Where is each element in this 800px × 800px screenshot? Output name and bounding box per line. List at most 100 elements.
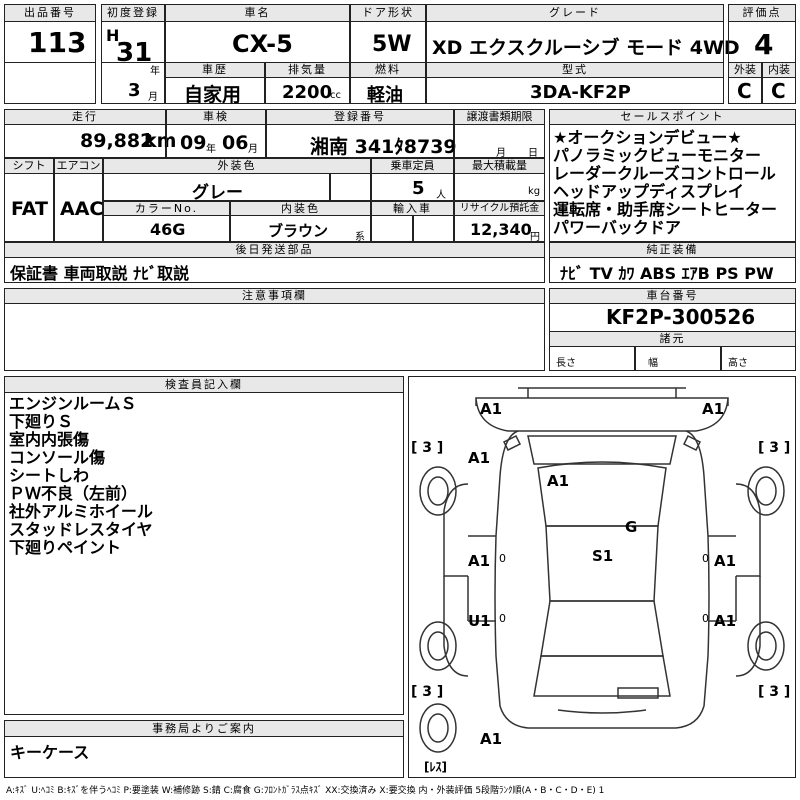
inspector-box: [4, 392, 404, 715]
equipment: ﾅﾋﾞ TV ｶﾜ ABS ｴｱB PS PW: [560, 264, 774, 283]
grade-label: グレード: [426, 4, 724, 22]
fuel: 軽油: [367, 85, 403, 106]
shift-box: [4, 173, 54, 242]
mark-front-right: A1: [702, 400, 725, 418]
sales-point: ヘッドアップディスプレイ: [553, 182, 744, 201]
frame-label: 車台番号: [549, 288, 796, 304]
inspector-note: ＰＷ不良（左前）: [9, 484, 138, 503]
sales-point: パノラミックビューモニター: [553, 146, 762, 165]
model-box: [426, 77, 724, 104]
tire-front-left: [ 3 ]: [411, 440, 444, 456]
transfer-month: 月: [496, 148, 506, 159]
int-grade: C: [771, 79, 786, 103]
displacement: 2200: [282, 82, 333, 103]
ext-label: 外装: [728, 62, 762, 78]
mileage-box: [4, 124, 166, 158]
sales-box: [549, 124, 796, 242]
recycle-box: [454, 215, 545, 242]
office-note: キーケース: [10, 743, 90, 762]
door-type: 5W: [372, 32, 412, 57]
capacity-box: [371, 173, 454, 201]
ext-box: [728, 77, 762, 104]
equipment-box: [549, 257, 796, 283]
grade: XD エクスクルーシブ モード 4WD: [432, 37, 740, 59]
mark-seat: S1: [592, 547, 614, 565]
interior-color-box: [230, 215, 371, 242]
inspection-box: [166, 124, 266, 158]
mark-left-door: A1: [468, 552, 491, 570]
mark-left-rear: U1: [468, 612, 491, 630]
color-no-box: [103, 215, 230, 242]
import-box-a: [371, 215, 413, 242]
tire-rear-left: [ 3 ]: [411, 684, 444, 700]
int-label: 内装: [762, 62, 796, 78]
fuel-label: 燃料: [350, 62, 426, 78]
tire-front-right: [ 3 ]: [758, 440, 791, 456]
inspector-note: エンジンルームＳ: [9, 394, 137, 413]
reg-year: 31: [116, 38, 153, 68]
ac: AAC: [60, 198, 104, 220]
inspector-note: 室内内張傷: [9, 430, 90, 449]
yen-unit: 円: [530, 232, 540, 243]
transfer-box: [454, 124, 545, 158]
insp-month: 06: [222, 132, 249, 154]
frame-number: KF2P-300526: [606, 305, 756, 329]
mark-roof: G: [625, 518, 638, 536]
equipment-label: 純正装備: [549, 242, 796, 258]
interior-color-label: 内装色: [230, 201, 371, 216]
mark-door-right-front: 0: [702, 552, 709, 565]
exterior-color-sub: [330, 173, 371, 201]
mark-right-door: A1: [714, 552, 737, 570]
inspector-note: コンソール傷: [9, 448, 106, 467]
tire-rear-right: [ 3 ]: [758, 684, 791, 700]
era: H: [106, 26, 120, 45]
office-label: 事務局よりご案内: [4, 720, 404, 737]
mark-front-left: A1: [480, 400, 503, 418]
exterior-color-label: 外装色: [103, 158, 371, 174]
inspector-note: シートしわ: [9, 466, 90, 485]
capacity-label: 乗車定員: [371, 158, 454, 174]
km-unit: km: [144, 130, 177, 152]
door-label: ドア形状: [350, 4, 426, 22]
sales-point: 運転席・助手席シートヒーター: [553, 200, 778, 219]
score: 4: [754, 28, 774, 61]
inspector-note: 下廻りＳ: [9, 412, 74, 431]
kei-unit: 系: [355, 232, 365, 243]
person-unit: 人: [436, 190, 446, 201]
int-box: [762, 77, 796, 104]
plate-box: [266, 124, 454, 158]
mark-right-rear: A1: [714, 612, 737, 630]
fuel-box: [350, 77, 426, 104]
lot-blank: [4, 62, 96, 104]
import-label: 輸入車: [371, 201, 454, 216]
mileage-label: 走行: [4, 109, 166, 125]
sales-point: レーダークルーズコントロール: [553, 164, 776, 183]
ac-box: [54, 173, 103, 242]
first-reg-label: 初度登録: [101, 4, 165, 22]
car-diagram-box: [408, 376, 796, 778]
later-parts: 保証書 車両取説 ﾅﾋﾞ取説: [10, 264, 190, 283]
reg-month-box: [101, 62, 165, 104]
inspector-notes: エンジンルームＳ 下廻りＳ 室内内張傷 コンソール傷 シートしわ ＰＷ不良（左前…: [9, 395, 153, 557]
later-parts-label: 後日発送部品: [4, 242, 545, 258]
year-unit: 年: [150, 66, 160, 77]
mark-door-right-rear: 0: [702, 612, 709, 625]
plate: 湘南 341ﾀ8739: [310, 136, 457, 158]
office-box: [4, 736, 404, 778]
sales-points: ★オークションデビュー★ パノラミックビューモニター レーダークルーズコントロー…: [553, 129, 777, 237]
ac-label: エアコン: [54, 158, 103, 174]
width-label: 幅: [648, 358, 658, 369]
length-box: [549, 346, 635, 371]
mark-hood: A1: [547, 472, 570, 490]
notes-box: [4, 303, 545, 371]
import-box-b: [413, 215, 454, 242]
recycle: 12,340: [470, 220, 532, 239]
inspector-note: 社外アルミホイール: [9, 502, 153, 521]
mark-rear: A1: [480, 730, 503, 748]
transfer-day: 日: [528, 148, 538, 159]
history: 自家用: [184, 84, 242, 106]
sales-label: セールスポイント: [549, 109, 796, 125]
score-label: 評価点: [728, 4, 796, 22]
month-unit: 月: [148, 92, 158, 103]
color-no-label: カラーNo.: [103, 201, 230, 216]
